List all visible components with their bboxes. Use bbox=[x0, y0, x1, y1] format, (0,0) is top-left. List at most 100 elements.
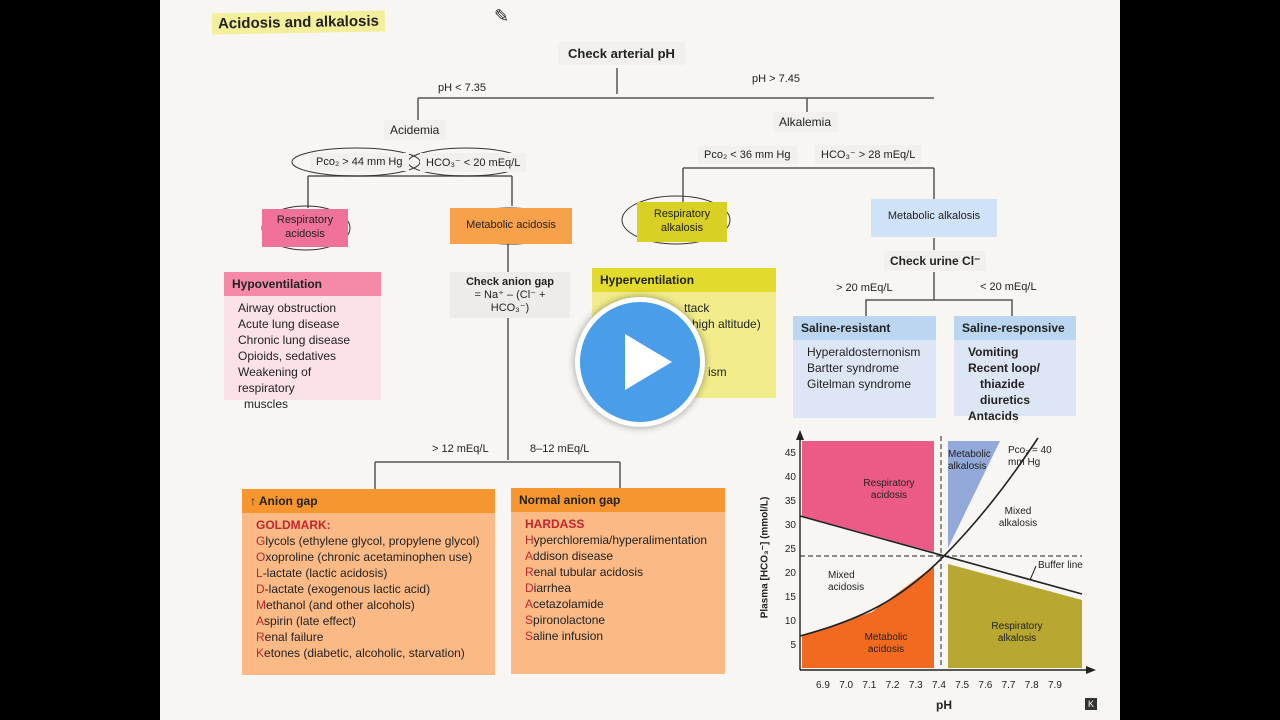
list-item: thiazide diuretics bbox=[980, 377, 1031, 407]
high-anion-gap-header: ↑ Anion gap bbox=[242, 489, 495, 513]
x-tick-label: 7.7 bbox=[1001, 680, 1016, 691]
goldmark-mnemonic: GOLDMARK: bbox=[256, 518, 331, 532]
x-tick-label: 7.3 bbox=[908, 680, 923, 691]
y-tick-label: 30 bbox=[784, 520, 796, 532]
region-metabolic-alkalosis bbox=[948, 441, 1000, 548]
corner-logo-icon: K bbox=[1085, 698, 1097, 710]
acidemia-label: Acidemia bbox=[384, 120, 446, 140]
list-item: Acute lung disease bbox=[238, 317, 340, 331]
list-item: Airway obstruction bbox=[238, 301, 337, 315]
hardass-mnemonic: HARDASS bbox=[525, 517, 585, 531]
list-item: Acetazolamide bbox=[525, 597, 604, 611]
saline-resistant-header: Saline-resistant bbox=[793, 316, 936, 340]
region-label: Respiratory acidosis bbox=[863, 478, 915, 501]
list-item: Hyperchloremia/hyperalimentation bbox=[525, 533, 708, 547]
list-item: L-lactate (lactic acidosis) bbox=[256, 566, 388, 580]
pco2-annotation: Pco₂ = 40 mm Hg bbox=[1008, 445, 1052, 468]
anion-gap-formula: = Na⁺ – (Cl⁻ + HCO₃⁻) bbox=[474, 289, 546, 314]
x-tick-label: 7.4 bbox=[932, 680, 946, 691]
list-item: Weakening of respiratory bbox=[238, 365, 312, 395]
x-tick-label: 7.5 bbox=[955, 680, 970, 691]
anion-gap-check: Check anion gap = Na⁺ – (Cl⁻ + HCO₃⁻) bbox=[450, 272, 570, 318]
play-icon bbox=[625, 334, 672, 390]
list-item: D-lactate (exogenous lactic acid) bbox=[256, 582, 431, 596]
list-item: Opioids, sedatives bbox=[238, 349, 337, 363]
buffer-line-pointer bbox=[1029, 565, 1037, 581]
list-item: Hyperaldosternonism bbox=[807, 345, 921, 359]
region-label: Mixed alkalosis bbox=[998, 506, 1038, 529]
x-tick-label: 7.6 bbox=[978, 680, 993, 691]
list-item: Diarrhea bbox=[525, 581, 572, 595]
list-item: Bartter syndrome bbox=[807, 361, 900, 375]
acid-hco3-label: HCO₃⁻ < 20 mEq/L bbox=[420, 153, 527, 172]
high-anion-gap-box: ↑ Anion gap GOLDMARK: Glycols (ethylene … bbox=[242, 489, 495, 675]
alkalemia-label: Alkalemia bbox=[773, 112, 838, 132]
list-item: Aspirin (late effect) bbox=[256, 614, 356, 628]
urine-lt20-label: < 20 mEq/L bbox=[980, 281, 1037, 293]
hyperventilation-header: Hyperventilation bbox=[592, 268, 776, 292]
y-tick-label: 5 bbox=[790, 640, 796, 652]
alk-hco3-label: HCO₃⁻ > 28 mEq/L bbox=[815, 145, 922, 164]
normal-anion-gap-box: Normal anion gap HARDASS Hyperchloremia/… bbox=[511, 488, 725, 674]
x-tick-label: 7.8 bbox=[1024, 680, 1039, 691]
region-label: Respiratory alkalosis bbox=[991, 621, 1043, 644]
list-item: muscles bbox=[244, 397, 289, 411]
list-item: Gitelman syndrome bbox=[807, 377, 912, 391]
saline-responsive-header: Saline-responsive bbox=[954, 316, 1076, 340]
x-tick-label: 7.9 bbox=[1048, 680, 1062, 691]
y-tick-label: 25 bbox=[784, 544, 796, 556]
region-label: Mixed acidosis bbox=[828, 570, 865, 593]
saline-resistant-box: Saline-resistant Hyperaldosternonism Bar… bbox=[793, 316, 936, 418]
cursor-mark-icon: ✎ bbox=[494, 6, 510, 26]
y-axis-arrow bbox=[796, 430, 804, 440]
list-item: Oxoproline (chronic acetaminophen use) bbox=[256, 550, 473, 564]
region-label: Metabolic alkalosis bbox=[948, 449, 991, 472]
anion-gap-check-title: Check anion gap bbox=[465, 276, 555, 288]
alk-pco2-label: Pco₂ < 36 mm Hg bbox=[698, 146, 797, 164]
urine-cl-label: Check urine Cl⁻ bbox=[884, 251, 987, 271]
list-item: Addison disease bbox=[525, 549, 614, 563]
list-item: Vomiting bbox=[968, 345, 1019, 359]
x-tick-label: 7.1 bbox=[862, 680, 877, 691]
pco2-isobar bbox=[799, 437, 1039, 637]
x-tick-label: 7.0 bbox=[839, 680, 854, 691]
region-respiratory-alkalosis bbox=[948, 564, 1082, 668]
met-alkalosis-box: Metabolic alkalosis bbox=[871, 199, 997, 237]
x-axis-arrow bbox=[1086, 666, 1096, 674]
list-item: Renal failure bbox=[256, 630, 324, 644]
resp-acidosis-box: Respiratory acidosis bbox=[262, 209, 348, 247]
y-tick-label: 35 bbox=[784, 496, 796, 508]
y-tick-label: 20 bbox=[784, 568, 796, 580]
acid-pco2-label: Pco₂ > 44 mm Hg bbox=[310, 153, 409, 171]
branch-high-label: pH > 7.45 bbox=[752, 73, 801, 85]
list-item: Methanol (and other alcohols) bbox=[256, 598, 415, 612]
normal-anion-gap-header: Normal anion gap bbox=[511, 488, 725, 512]
list-item: Glycols (ethylene glycol, propylene glyc… bbox=[256, 534, 480, 548]
root-label: Check arterial pH bbox=[558, 42, 685, 65]
urine-gt20-label: > 20 mEq/L bbox=[836, 282, 893, 294]
list-item: Spironolactone bbox=[525, 613, 606, 627]
y-axis-label: Plasma [HCO₃⁻] (mmol/L) bbox=[759, 496, 771, 619]
x-tick-label: 6.9 bbox=[816, 680, 830, 691]
gap-gt12-label: > 12 mEq/L bbox=[432, 443, 489, 455]
region-respiratory-acidosis bbox=[802, 441, 934, 552]
gap-normal-label: 8–12 mEq/L bbox=[530, 443, 590, 455]
saline-responsive-box: Saline-responsive Vomiting Recent loop/ … bbox=[954, 316, 1076, 423]
y-tick-label: 10 bbox=[784, 616, 796, 628]
hypoventilation-box: Hypoventilation Airway obstruction Acute… bbox=[224, 272, 381, 411]
y-tick-label: 15 bbox=[784, 592, 796, 604]
resp-alkalosis-box: Respiratory alkalosis bbox=[637, 202, 727, 242]
list-item: Renal tubular acidosis bbox=[525, 565, 644, 579]
met-acidosis-box: Metabolic acidosis bbox=[450, 208, 572, 244]
y-tick-label: 40 bbox=[784, 472, 796, 484]
region-label: Metabolic acidosis bbox=[864, 632, 908, 655]
x-tick-label: 7.2 bbox=[885, 680, 900, 691]
region-metabolic-acidosis bbox=[802, 566, 934, 668]
list-item: ism bbox=[708, 365, 727, 379]
list-item: ttack bbox=[684, 301, 710, 315]
list-item: Antacids bbox=[968, 409, 1019, 423]
list-item: Chronic lung disease bbox=[238, 333, 351, 347]
buffer-line bbox=[799, 515, 1083, 595]
play-button[interactable] bbox=[575, 297, 705, 427]
